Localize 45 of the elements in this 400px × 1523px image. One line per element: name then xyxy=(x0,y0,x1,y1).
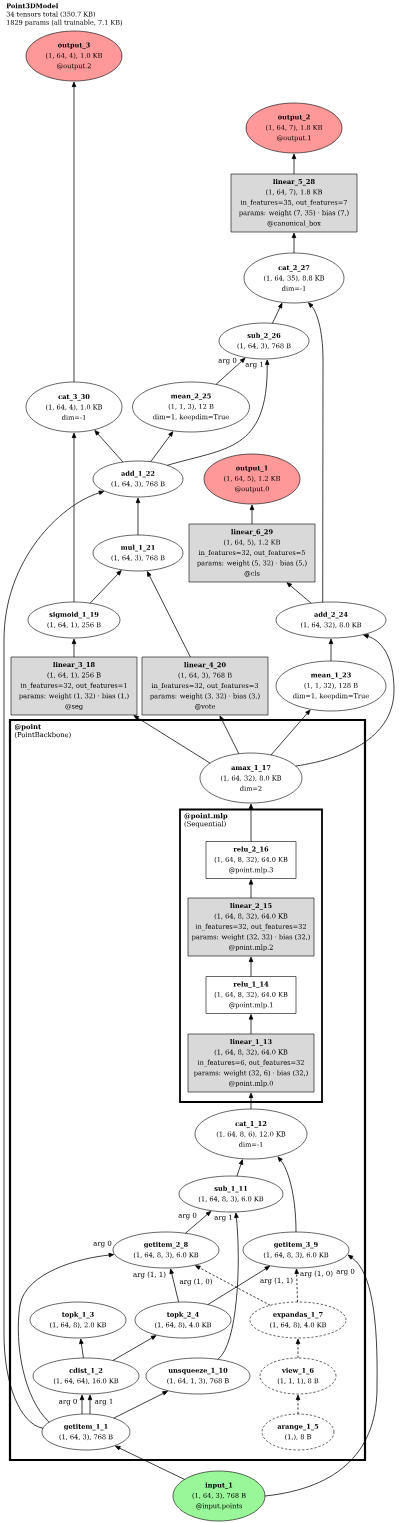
arrow xyxy=(249,504,255,525)
arrow xyxy=(147,571,191,658)
dashed-arrow xyxy=(195,1265,271,1306)
arrow xyxy=(87,1394,93,1415)
arrow xyxy=(17,1252,114,1423)
arrow xyxy=(217,1212,239,1360)
arrow xyxy=(248,803,254,842)
arrow xyxy=(248,1014,254,1035)
arrow xyxy=(219,715,240,755)
arrow xyxy=(71,638,77,658)
arrow xyxy=(169,1268,180,1303)
arrow xyxy=(115,1445,185,1480)
arrow xyxy=(135,497,141,536)
arrow xyxy=(291,232,297,254)
arrow xyxy=(248,1092,254,1110)
arrow xyxy=(264,1254,378,1497)
arrow xyxy=(79,1338,84,1359)
dashed-arrow xyxy=(295,1338,301,1359)
arrow xyxy=(236,1159,244,1177)
arrow xyxy=(79,1394,85,1415)
arrow xyxy=(71,81,77,383)
arrow xyxy=(248,956,254,977)
arrow xyxy=(270,709,311,756)
arrow xyxy=(272,302,283,324)
dashed-arrow xyxy=(295,1394,301,1415)
arrow xyxy=(277,1156,297,1233)
arrow xyxy=(295,634,395,767)
arrow xyxy=(207,1265,270,1305)
arrow xyxy=(308,302,324,603)
arrow xyxy=(133,715,211,764)
arrow xyxy=(215,357,246,385)
arrow xyxy=(166,359,270,466)
arrow xyxy=(94,430,124,463)
arrow xyxy=(112,1335,157,1361)
arrow xyxy=(89,570,122,604)
arrow xyxy=(291,153,297,175)
arrow xyxy=(286,582,312,604)
arrow xyxy=(113,1390,168,1419)
arrow xyxy=(248,879,254,899)
arrow xyxy=(150,431,174,463)
arrow xyxy=(328,638,334,662)
arrow xyxy=(185,1211,212,1234)
arrow xyxy=(3,490,105,1429)
arrow xyxy=(71,432,77,603)
dashed-arrow xyxy=(294,1268,299,1303)
